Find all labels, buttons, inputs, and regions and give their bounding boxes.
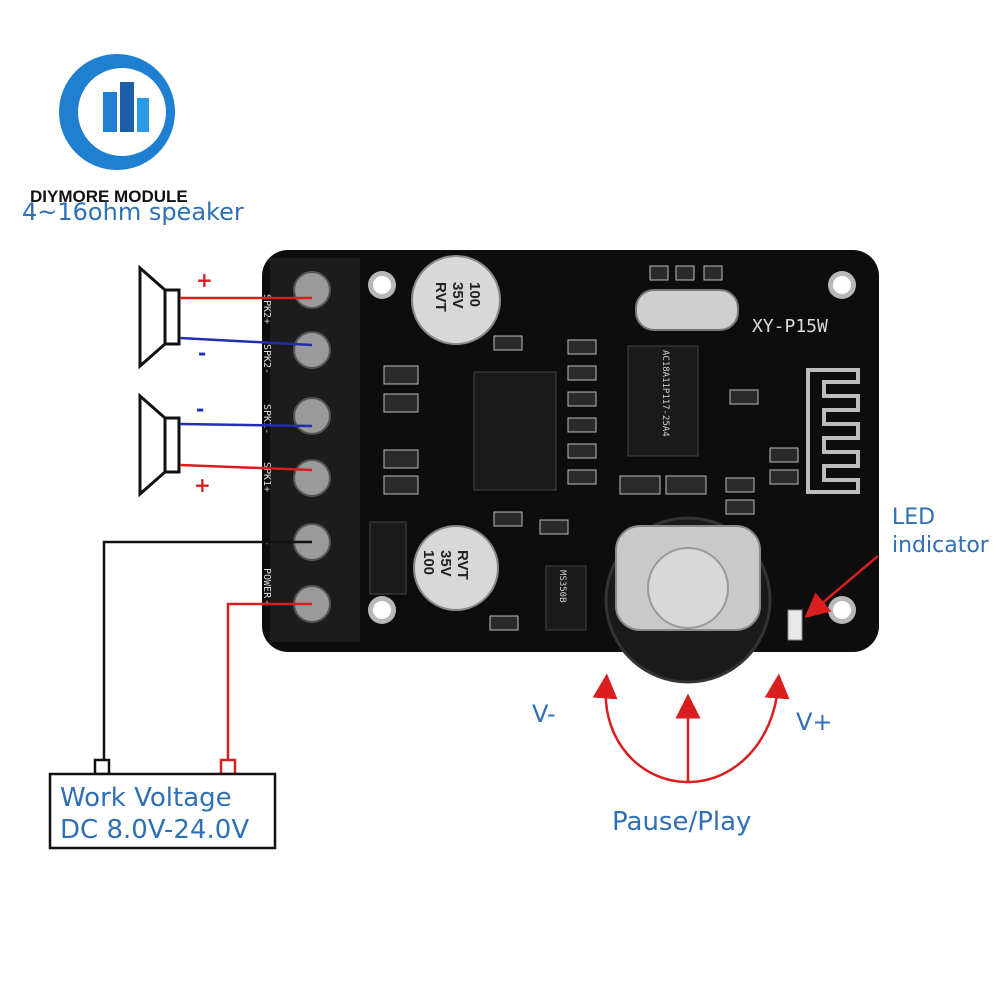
chip-label: AC18A11P117-25A4 (660, 350, 670, 437)
voltage-regulator (545, 565, 587, 631)
antenna-trace (806, 368, 860, 494)
polarity-plus: + (194, 473, 211, 497)
speaker-icon (138, 392, 181, 498)
board-model: XY-P15W (752, 316, 828, 337)
speaker-label: 4~16ohm speaker (22, 198, 244, 226)
wire-spk2-minus (179, 336, 313, 347)
polarity-minus: - (198, 341, 206, 365)
wire-power-minus (102, 540, 312, 760)
terminal-label: SPK1- (261, 404, 272, 434)
power-supply-box (48, 772, 277, 850)
brand-name: DIYMORE MODULE (30, 187, 188, 206)
diode (369, 521, 407, 595)
wiring (102, 296, 313, 760)
voltage-label-line1: Work Voltage (60, 783, 232, 813)
v-plus-label: V+ (796, 708, 833, 736)
terminal-label: SPK2- (261, 344, 272, 374)
svg-text:100: 100 (420, 550, 437, 575)
led-indicator-label-line1: LED (892, 505, 935, 530)
capacitor-top: 100 35V RVT (411, 255, 501, 345)
led-indicator-label-line2: indicator (892, 533, 990, 558)
wire-spk1-minus (179, 422, 313, 428)
svg-text:35V: 35V (437, 550, 454, 577)
led (787, 609, 803, 641)
svg-text:RVT: RVT (454, 550, 471, 580)
voltage-label-line2: DC 8.0V-24.0V (60, 815, 249, 845)
svg-text:35V: 35V (449, 282, 466, 309)
terminal-label: SPK2+ (261, 294, 272, 324)
smd-components (383, 265, 799, 631)
arrow-led (804, 555, 879, 619)
amplifier-board: SPK2+ SPK2- SPK1- SPK1+ - POWER + 100 35… (261, 250, 879, 652)
capacitor-bottom: 100 35V RVT (413, 525, 499, 611)
terminal-block (270, 258, 360, 642)
svg-text:RVT: RVT (432, 282, 449, 312)
terminal-screw (293, 459, 331, 497)
arrow-v-minus (592, 673, 689, 784)
supply-terminal-plus (219, 758, 237, 776)
terminal-label: SPK1+ (261, 462, 272, 492)
supply-terminal-minus (93, 758, 111, 776)
pause-play-label: Pause/Play (612, 807, 751, 837)
v-minus-label: V- (532, 700, 556, 728)
bluetooth-chip (627, 345, 699, 457)
svg-text:100: 100 (466, 282, 483, 307)
arrow-v-plus (687, 673, 790, 784)
terminal-screw (293, 331, 331, 369)
amplifier-chip (473, 371, 557, 491)
crystal-oscillator (635, 289, 739, 331)
wire-power-plus (226, 602, 312, 760)
terminal-screw (293, 397, 331, 435)
svg-text:MS350B: MS350B (557, 570, 567, 603)
polarity-plus: + (196, 268, 213, 292)
control-arrows (592, 555, 879, 784)
polarity-minus: - (196, 397, 204, 421)
power-label: POWER (261, 568, 272, 599)
wire-spk1-plus (179, 463, 313, 472)
rotary-knob[interactable] (604, 516, 772, 684)
terminal-screw (293, 271, 331, 309)
speaker-icon (138, 264, 181, 370)
brand-logo (59, 54, 175, 170)
